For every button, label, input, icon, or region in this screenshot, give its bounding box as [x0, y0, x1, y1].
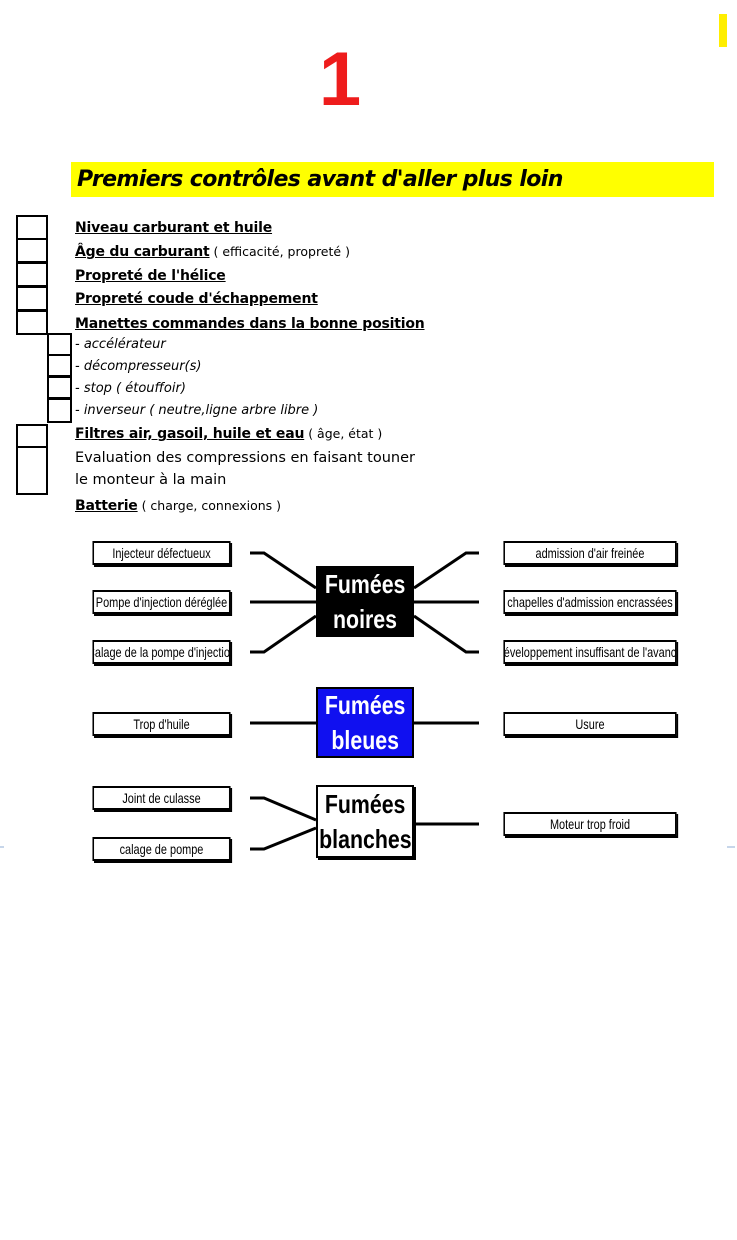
checklist-item: Propreté de l'hélice	[75, 267, 226, 285]
checklist-item-note: ( âge, état )	[304, 426, 383, 441]
compression-line-2: le monteur à la main	[75, 472, 227, 488]
corner-color-mark	[719, 14, 727, 47]
sub-item-reverser: - inverseur ( neutre,ligne arbre libre )	[75, 403, 319, 418]
cause-label: admission d'air freinée	[535, 545, 645, 561]
checkbox-control-levers[interactable]	[16, 310, 48, 335]
section-title-bar: Premiers contrôles avant d'aller plus lo…	[71, 162, 714, 197]
cause-label: Injecteur défectueux	[112, 545, 211, 561]
cause-label: Usure	[575, 716, 605, 732]
cause-label: Calage de la pompe d'injection	[92, 644, 231, 660]
cause-box: Joint de culasse	[92, 786, 231, 810]
cause-box: Usure	[503, 712, 677, 736]
hub-title-line: bleues	[331, 724, 399, 755]
checklist-item-label: Propreté coude d'échappement	[75, 291, 318, 307]
sub-item-stop: - stop ( étouffoir)	[75, 381, 186, 396]
checklist-item-filters: Filtres air, gasoil, huile et eau ( âge,…	[75, 425, 382, 443]
hub-title-line: Fumées	[324, 568, 406, 599]
checklist-item-note: ( charge, connexions )	[137, 498, 282, 513]
connector-line	[250, 826, 317, 851]
cause-box: Moteur trop froid	[503, 812, 677, 836]
checklist-item: Propreté coude d'échappement	[75, 290, 318, 308]
checklist-item-note: ( efficacité, propreté )	[209, 244, 350, 259]
cause-label: chapelles d'admission encrassées	[507, 594, 673, 610]
checklist-item-battery: Batterie ( charge, connexions )	[75, 497, 281, 515]
cause-label: Pompe d'injection déréglée	[95, 594, 228, 610]
hub-title-line: Fumées	[324, 689, 406, 720]
checklist-item-label: Manettes commandes dans la bonne positio…	[75, 316, 425, 332]
cause-box: chapelles d'admission encrassées	[503, 590, 677, 614]
checklist-item-label: Filtres air, gasoil, huile et eau	[75, 426, 305, 442]
section-title: Premiers contrôles avant d'aller plus lo…	[77, 167, 563, 192]
compression-line-1: Evaluation des compressions en faisant t…	[75, 450, 415, 466]
hub-white-smoke: Fumées blanches	[316, 785, 414, 858]
hub-title-line: Fumées	[324, 788, 406, 819]
page-number: 1	[318, 37, 362, 122]
checklist-item-label: Niveau carburant et huile	[75, 220, 273, 236]
cause-label: Moteur trop froid	[549, 816, 631, 832]
sub-item-throttle: - accélérateur	[75, 337, 166, 352]
cause-label: Trop d'huile	[133, 716, 190, 732]
cause-label: Joint de culasse	[122, 790, 201, 806]
checkbox-reverser[interactable]	[47, 398, 72, 423]
sub-item-decompressor: - décompresseur(s)	[75, 359, 202, 374]
cause-box: Pompe d'injection déréglée	[92, 590, 231, 614]
connector-line	[250, 796, 317, 822]
hub-title-line: blanches	[318, 823, 412, 854]
cause-box: Calage de la pompe d'injection	[92, 640, 231, 664]
checklist-item: Âge du carburant ( efficacité, propreté …	[75, 243, 350, 261]
hub-title-line: noires	[333, 603, 397, 634]
cause-box: calage de pompe	[92, 837, 231, 861]
cause-box: Injecteur défectueux	[92, 541, 231, 565]
connector-line	[413, 551, 479, 590]
cause-box: Trop d'huile	[92, 712, 231, 736]
checklist-item: Manettes commandes dans la bonne positio…	[75, 315, 425, 333]
checklist-item-label: Âge du carburant	[75, 244, 210, 260]
cause-label: calage de pompe	[119, 841, 204, 857]
edge-mark	[727, 846, 735, 848]
connector-line	[413, 614, 479, 654]
edge-mark	[0, 846, 4, 848]
checkbox-compression[interactable]	[16, 446, 48, 495]
hub-blue-smoke: Fumées bleues	[316, 687, 414, 758]
connector-line	[250, 551, 317, 590]
cause-label: développement insuffisant de l'avance	[503, 644, 677, 660]
checklist-item: Niveau carburant et huile	[75, 219, 272, 237]
connector-line	[250, 614, 317, 654]
cause-box: admission d'air freinée	[503, 541, 677, 565]
cause-box: développement insuffisant de l'avance	[503, 640, 677, 664]
checklist-item-label: Batterie	[75, 498, 138, 514]
checklist-item-label: Propreté de l'hélice	[75, 268, 226, 284]
hub-black-smoke: Fumées noires	[316, 566, 414, 637]
